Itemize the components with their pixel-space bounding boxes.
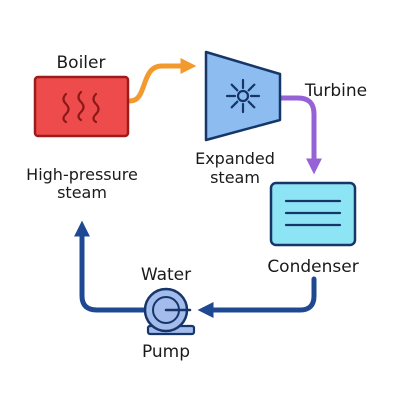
- pump-label: Pump: [142, 342, 190, 362]
- horizontal-lines-icon: [284, 199, 342, 227]
- arrow-condenser-to-pump: [197, 276, 317, 319]
- turbine-label: Turbine: [304, 81, 367, 101]
- pump: [143, 287, 196, 336]
- turbine-body: [204, 50, 282, 142]
- turbine: [204, 50, 282, 142]
- high-pressure-steam-label-line1: High-pressure: [26, 165, 138, 184]
- high-pressure-steam-label-line2: steam: [57, 183, 107, 202]
- boiler-body: [33, 75, 130, 138]
- condenser-label: Condenser: [267, 257, 358, 277]
- condenser: [269, 181, 357, 247]
- pump-icon: [143, 287, 196, 336]
- fan-rotor-icon: [225, 78, 261, 114]
- arrow-pump-to-boiler: [73, 220, 149, 313]
- expanded-steam-label-line2: steam: [210, 168, 260, 187]
- boiler-label: Boiler: [57, 53, 106, 73]
- boiler: [33, 75, 130, 138]
- expanded-steam-label-line1: Expanded: [195, 149, 275, 168]
- arrow-turbine-to-condenser: [277, 95, 323, 175]
- arrow-boiler-to-turbine: [127, 57, 197, 104]
- water-label: Water: [141, 265, 191, 285]
- heat-waves-icon: [62, 90, 100, 124]
